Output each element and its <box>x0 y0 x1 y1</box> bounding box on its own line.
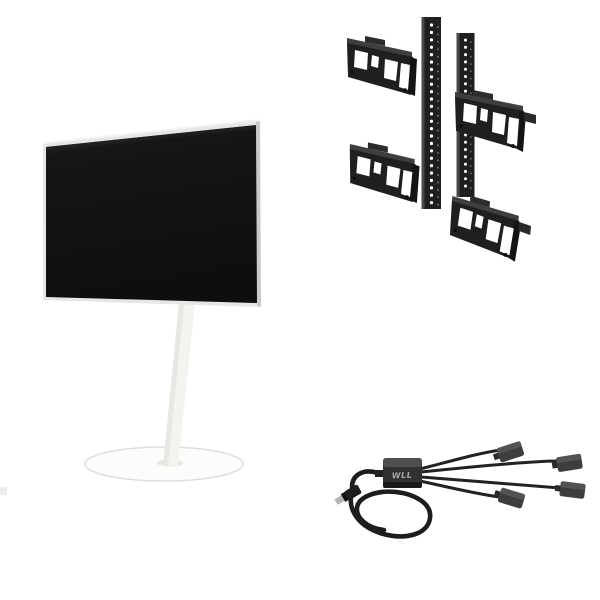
box-label: WLL <box>392 471 413 481</box>
image-artifact-mark <box>0 487 7 495</box>
tv-on-floor-stand <box>43 119 261 482</box>
connector-1 <box>491 440 525 465</box>
mount-rail-left <box>421 17 441 209</box>
stand-pole-shade <box>163 303 184 466</box>
box-left-stub <box>375 470 385 477</box>
mount-kit <box>347 17 536 263</box>
mount-bracket-top-left <box>347 36 417 96</box>
connector-3 <box>554 480 586 500</box>
splitter-cables <box>418 448 562 499</box>
tv-frame-right-edge <box>256 121 261 307</box>
tv-screen-sheen <box>46 125 256 151</box>
splitter-cable-kit: WLL <box>334 440 586 539</box>
mount-bracket-bottom-right <box>447 194 534 263</box>
mount-bracket-bottom-left <box>348 141 420 204</box>
splitter-box: WLL <box>375 458 422 488</box>
connector-2 <box>551 453 584 474</box>
tv-screen <box>46 125 257 303</box>
coiled-cable <box>348 469 433 539</box>
usb-plug <box>334 484 362 505</box>
